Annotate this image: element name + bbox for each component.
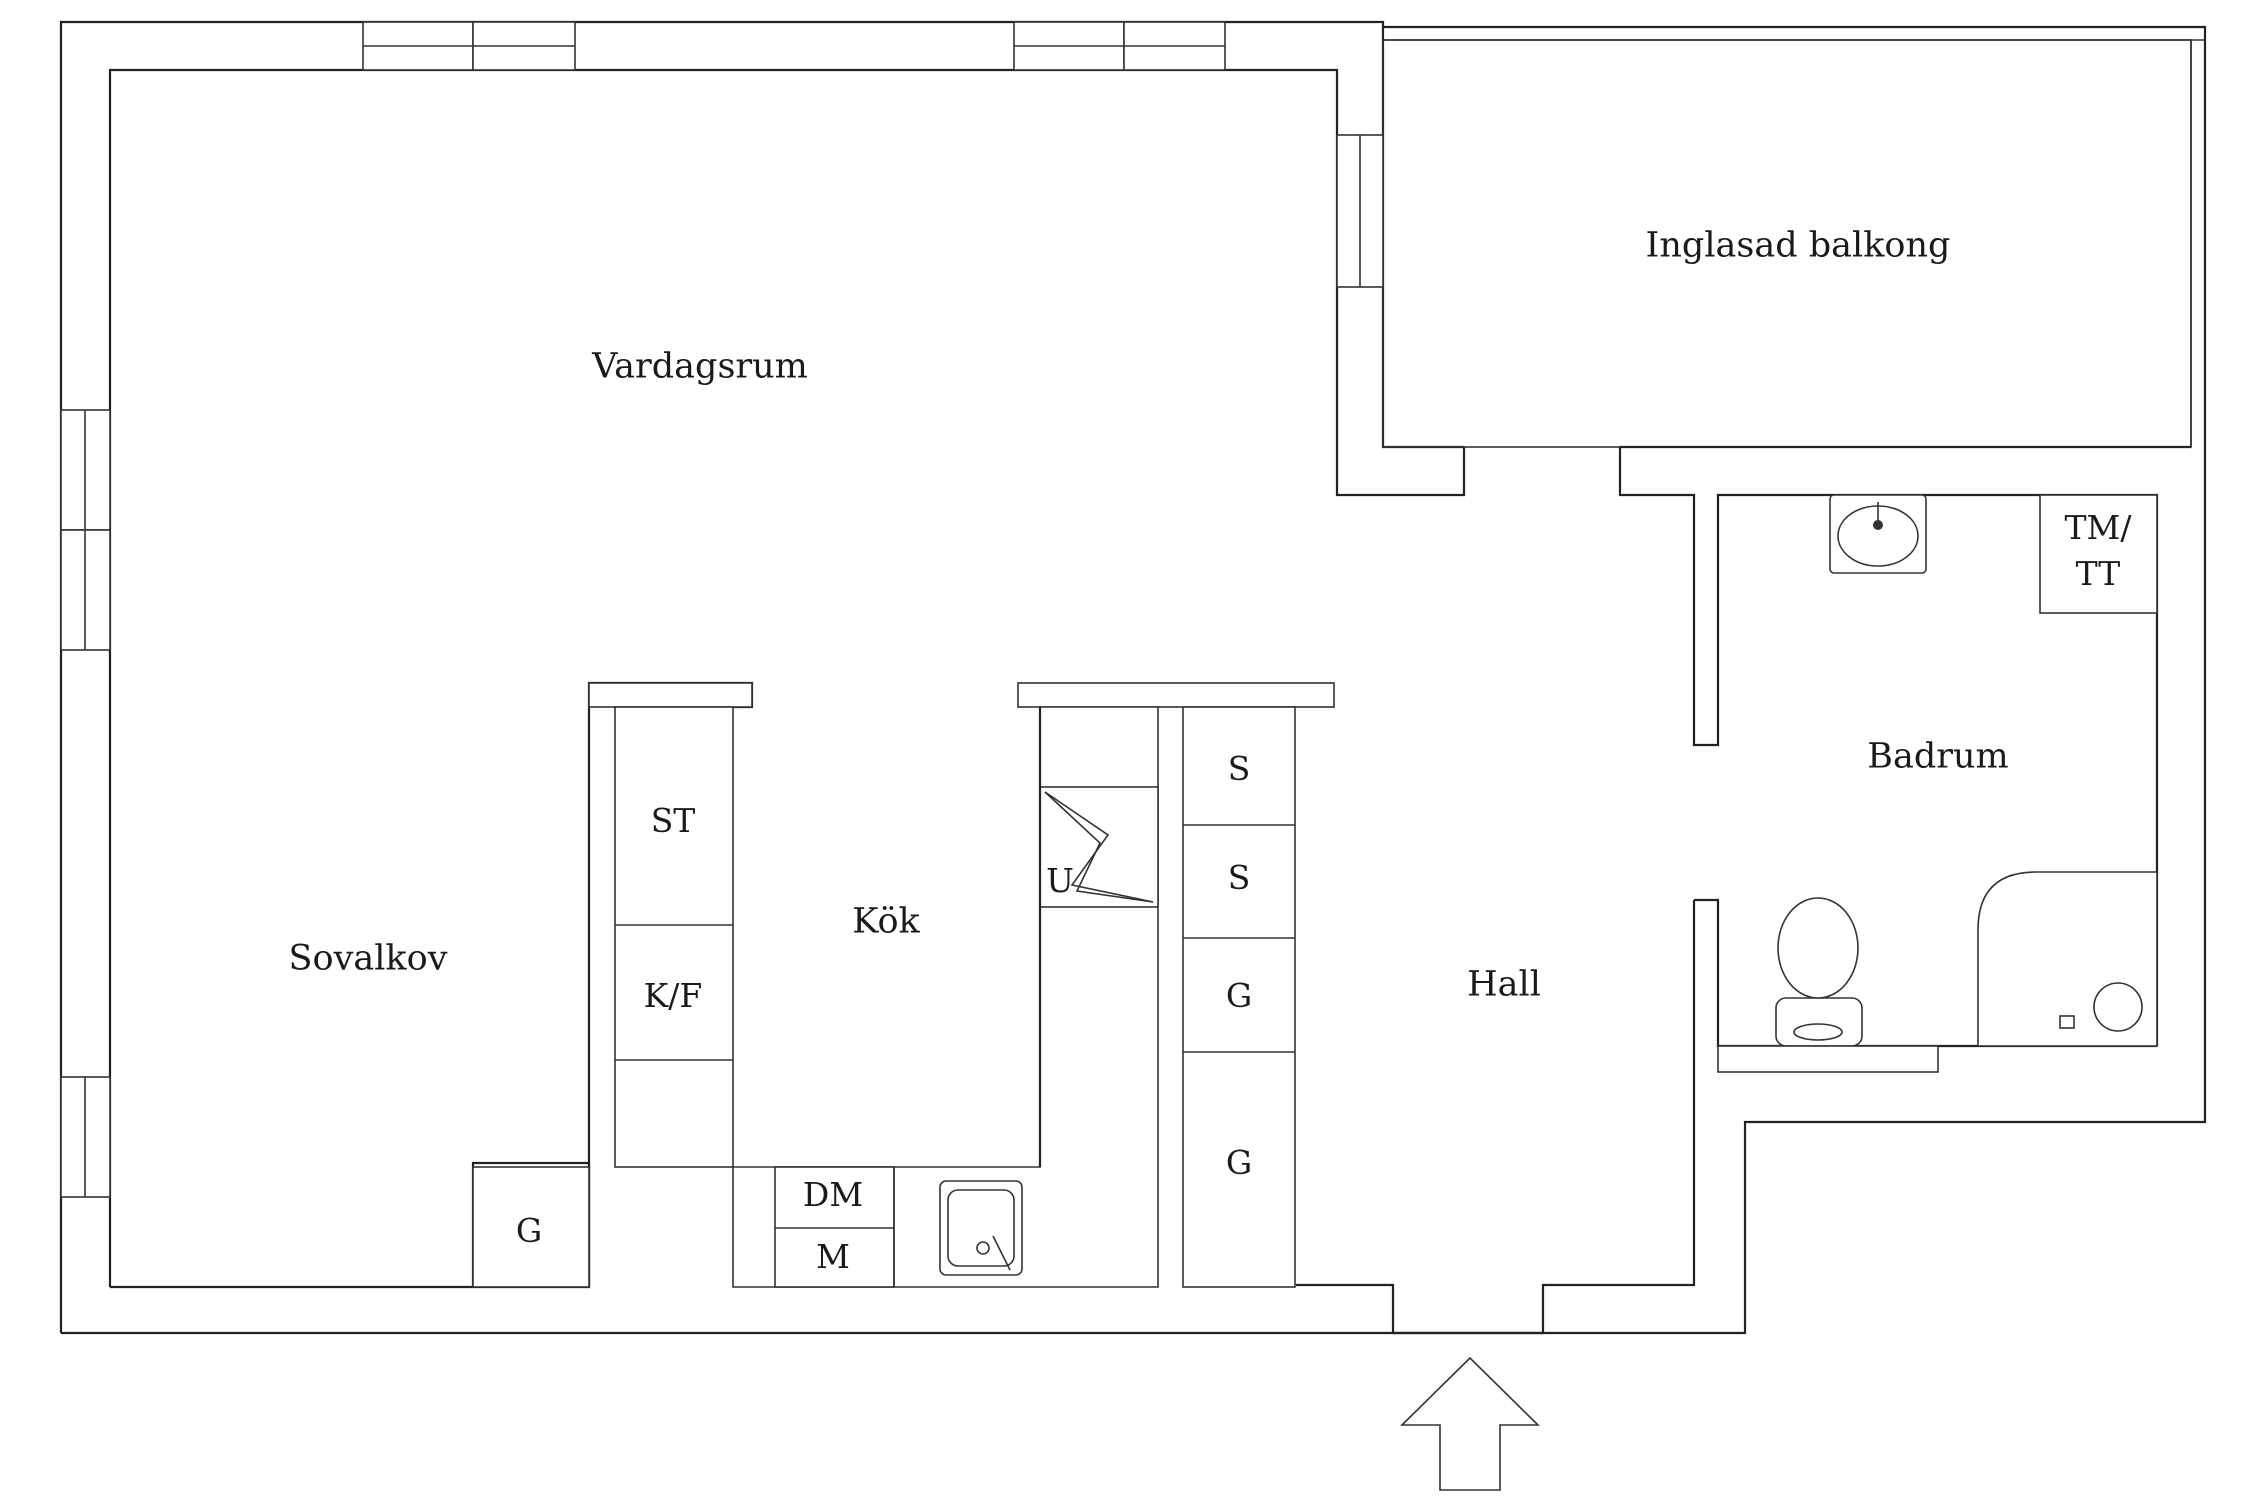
appliance-label-s2: S: [1228, 858, 1251, 897]
appliance-label-u: U: [1046, 861, 1074, 900]
entry-arrow-icon: [1400, 1356, 1540, 1491]
room-label-sovalkov: Sovalkov: [289, 939, 448, 979]
room-label-balkong: Inglasad balkong: [1646, 226, 1951, 266]
room-label-kok: Kök: [852, 902, 920, 942]
appliance-label-kf: K/F: [644, 976, 703, 1015]
appliance-label-tm: TM/: [2065, 508, 2133, 547]
appliance-label-s1: S: [1228, 749, 1251, 788]
appliance-label-g-hall-2: G: [1226, 1143, 1252, 1182]
appliance-label-g-hall-1: G: [1226, 976, 1252, 1015]
appliance-label-st: ST: [651, 801, 696, 840]
windows: [60, 21, 1384, 1198]
appliance-label-dm: DM: [803, 1175, 863, 1214]
appliance-label-m: M: [816, 1237, 850, 1276]
appliance-label-g-alcove: G: [516, 1211, 542, 1250]
room-label-hall: Hall: [1467, 965, 1541, 1005]
bathroom-fixtures: [1717, 494, 2158, 1073]
appliance-labels: ST K/F U S S G G G DM M TM/ TT: [516, 508, 2133, 1276]
appliance-label-tt: TT: [2076, 554, 2121, 593]
room-label-badrum: Badrum: [1867, 737, 2008, 777]
kitchen-fixtures: [472, 682, 1335, 1288]
room-labels: Vardagsrum Inglasad balkong Sovalkov Kök…: [289, 226, 2009, 1005]
room-label-vardagsrum: Vardagsrum: [591, 347, 808, 387]
